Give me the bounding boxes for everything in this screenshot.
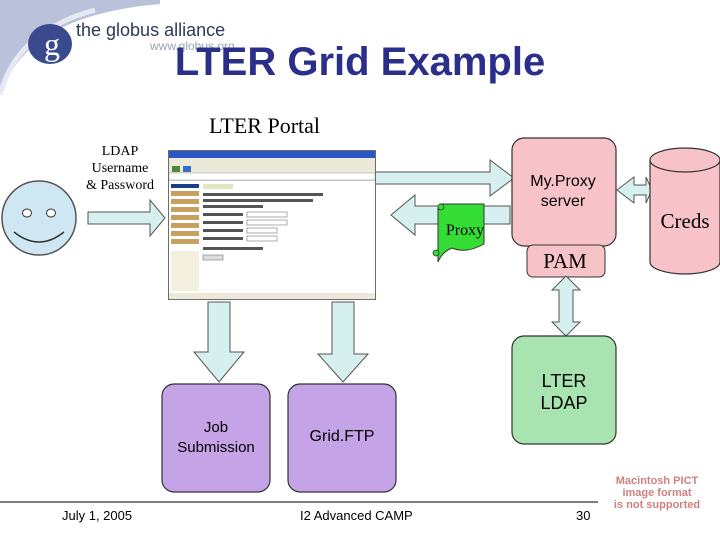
user-face-icon — [1, 180, 77, 256]
ldap-label-line: LDAP — [101, 144, 139, 159]
creds-label: Creds — [660, 209, 710, 233]
gridftp-label: Grid.FTP — [309, 428, 375, 445]
pict-notice-line: is not supported — [613, 499, 701, 511]
job-label-line: Job — [203, 419, 229, 436]
job-label-line: Submission — [177, 439, 255, 456]
pict-unsupported-notice: Macintosh PICT image format is not suppo… — [600, 475, 714, 511]
gridftp-box — [287, 383, 397, 493]
proxy-label: Proxy — [445, 222, 485, 239]
svg-text:g: g — [44, 26, 60, 62]
pict-notice-line: Macintosh PICT — [615, 475, 699, 487]
pam-label: PAM — [543, 249, 587, 273]
job-submission-box — [161, 383, 271, 493]
creds-database-icon — [649, 147, 720, 275]
pict-notice-line: image format — [622, 487, 692, 499]
myproxy-label-line: server — [540, 193, 586, 210]
job-submission-label: Job Submission — [162, 418, 270, 458]
arrow-myproxy-creds — [616, 175, 653, 205]
globus-logo: g — [0, 0, 160, 95]
lter-ldap-label-line: LDAP — [540, 393, 588, 413]
lter-ldap-label-line: LTER — [541, 371, 587, 391]
myproxy-server-label: My.Proxy server — [512, 172, 614, 212]
proxy-document-icon — [437, 203, 485, 263]
ldap-credentials-label: LDAP Username & Password — [75, 143, 165, 194]
ldap-label-line: & Password — [85, 178, 155, 193]
myproxy-label-line: My.Proxy — [530, 173, 596, 190]
portal-screenshot — [168, 150, 376, 300]
arrow-portal-to-gridftp — [316, 301, 370, 383]
ldap-label-line: Username — [91, 161, 149, 176]
lter-ldap-box — [511, 335, 617, 445]
logo-text: the globus alliance — [76, 20, 226, 40]
arrow-pam-ldap — [550, 275, 582, 337]
portal-label: LTER Portal — [209, 113, 321, 138]
footer-date: July 1, 2005 — [62, 508, 133, 523]
arrow-portal-to-job — [192, 301, 246, 383]
footer-event: I2 Advanced CAMP — [300, 508, 413, 523]
arrow-portal-to-myproxy — [373, 159, 515, 197]
slide-title: LTER Grid Example — [174, 40, 546, 84]
slide-number: 30 — [576, 508, 591, 523]
lter-ldap-label: LTER LDAP — [512, 370, 616, 414]
portal-screenshot-image — [168, 151, 376, 299]
logo-url: www.globus.org — [150, 39, 235, 53]
arrow-user-to-portal — [87, 198, 166, 238]
